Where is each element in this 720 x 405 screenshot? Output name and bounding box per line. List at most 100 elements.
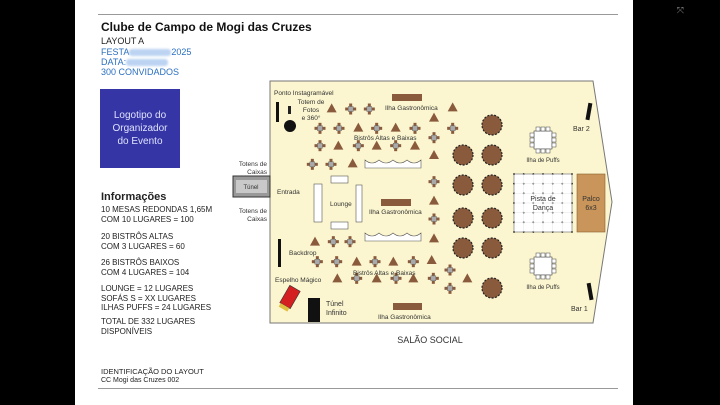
fullscreen-icon[interactable]: ⤧: [676, 5, 684, 15]
chair: [432, 221, 436, 225]
chair: [339, 260, 343, 264]
ilha-gastronomica-label: Ilha Gastronômica: [378, 314, 431, 321]
stage: [576, 173, 606, 233]
room-name: SALÃO SOCIAL: [397, 335, 463, 345]
chair: [363, 107, 367, 111]
chair: [314, 144, 318, 148]
puff: [545, 126, 551, 132]
bistro-baixo: [428, 213, 440, 225]
bistro-baixo: [331, 256, 343, 268]
chair: [417, 126, 421, 130]
bistro-top: [328, 161, 334, 168]
chair: [451, 122, 455, 126]
chair: [310, 158, 314, 162]
palco-label: 6x3: [585, 205, 596, 212]
bistro-baixo: [344, 236, 356, 248]
chair: [337, 130, 341, 134]
bar-1-label: Bar 1: [571, 306, 588, 313]
layout-name: LAYOUT A: [101, 36, 145, 46]
top-rule: [98, 14, 618, 15]
chair: [428, 180, 432, 184]
chair: [349, 111, 353, 115]
chair: [329, 166, 333, 170]
bistro-top: [373, 125, 380, 132]
chair: [353, 107, 357, 111]
chair: [333, 126, 337, 130]
bistro-alta: [371, 273, 382, 283]
bistro-baixo: [352, 140, 364, 152]
chair: [331, 244, 335, 248]
grid-dot: [571, 231, 573, 233]
bistro-alta: [353, 122, 364, 132]
chair: [360, 144, 364, 148]
chair: [452, 268, 456, 272]
bistro-top: [393, 275, 399, 282]
chair: [444, 286, 448, 290]
venue-title: Clube de Campo de Mogi das Cruzes: [101, 20, 312, 34]
bistro-baixo: [333, 122, 345, 134]
bistro-baixo: [407, 256, 419, 268]
chair: [335, 256, 339, 260]
chair: [315, 256, 319, 260]
chair: [390, 276, 394, 280]
ilha-gastronomica-label: Ilha Gastronômica: [385, 105, 438, 112]
chair: [431, 280, 435, 284]
bistro-alta: [310, 236, 320, 246]
chair: [318, 130, 322, 134]
backdrop: [278, 239, 281, 267]
pista-label: Dança: [533, 205, 553, 212]
puff-center: [533, 256, 553, 276]
puff: [529, 137, 535, 143]
bistro-baixo: [351, 272, 363, 284]
chair: [311, 260, 315, 264]
bistro-baixo: [390, 272, 402, 284]
logo-line: Logotipo do: [113, 110, 167, 121]
totens-caixas-label: Caixas: [247, 216, 268, 223]
bistro-top: [347, 106, 354, 112]
backdrop-label: Backdrop: [289, 250, 317, 257]
chair: [349, 103, 353, 107]
bistro-alta: [410, 140, 420, 150]
chair: [356, 140, 360, 144]
chair: [331, 260, 335, 264]
chair: [335, 264, 339, 268]
chair: [322, 126, 326, 130]
chair: [310, 166, 314, 170]
chair: [341, 126, 345, 130]
info-line: 26 BISTRÔS BAIXOS: [101, 258, 180, 267]
logo-line: do Evento: [117, 136, 163, 147]
totens-caixas-label: Totens de: [239, 161, 268, 168]
layout-id-value: CC Mogi das Cruzes 002: [101, 377, 180, 384]
bistro-top: [372, 258, 378, 265]
chair: [375, 122, 379, 126]
bistro-top: [449, 125, 456, 132]
chair: [415, 260, 419, 264]
info-line: LOUNGE = 12 LUGARES: [101, 284, 194, 293]
chair: [436, 217, 440, 221]
info-heading: Informações: [101, 191, 167, 203]
chair: [448, 290, 452, 294]
bistro-alta: [388, 256, 399, 266]
puff: [535, 274, 541, 280]
bar-2: [585, 102, 593, 121]
bistro-top: [431, 216, 437, 222]
ilha-gastronomica-label: Ilha Gastronômica: [369, 209, 422, 216]
lounge-sofa: [355, 184, 363, 223]
bistro-baixo: [325, 158, 337, 170]
redacted: [129, 49, 172, 57]
bistro-baixo: [447, 122, 459, 134]
totem-label: Fotos: [303, 107, 320, 114]
chair: [371, 126, 375, 130]
bistro-baixo: [428, 132, 440, 144]
round-table: [452, 144, 474, 166]
info-line: 10 MESAS REDONDAS 1,65M: [101, 205, 213, 214]
ponto-instagramavel-label: Ponto Instagramável: [274, 90, 334, 97]
chair: [315, 264, 319, 268]
redacted: [126, 59, 169, 67]
totem-label: Totem de: [298, 99, 325, 106]
chair: [337, 122, 341, 126]
chair: [322, 144, 326, 148]
bistro-alta: [347, 158, 358, 168]
